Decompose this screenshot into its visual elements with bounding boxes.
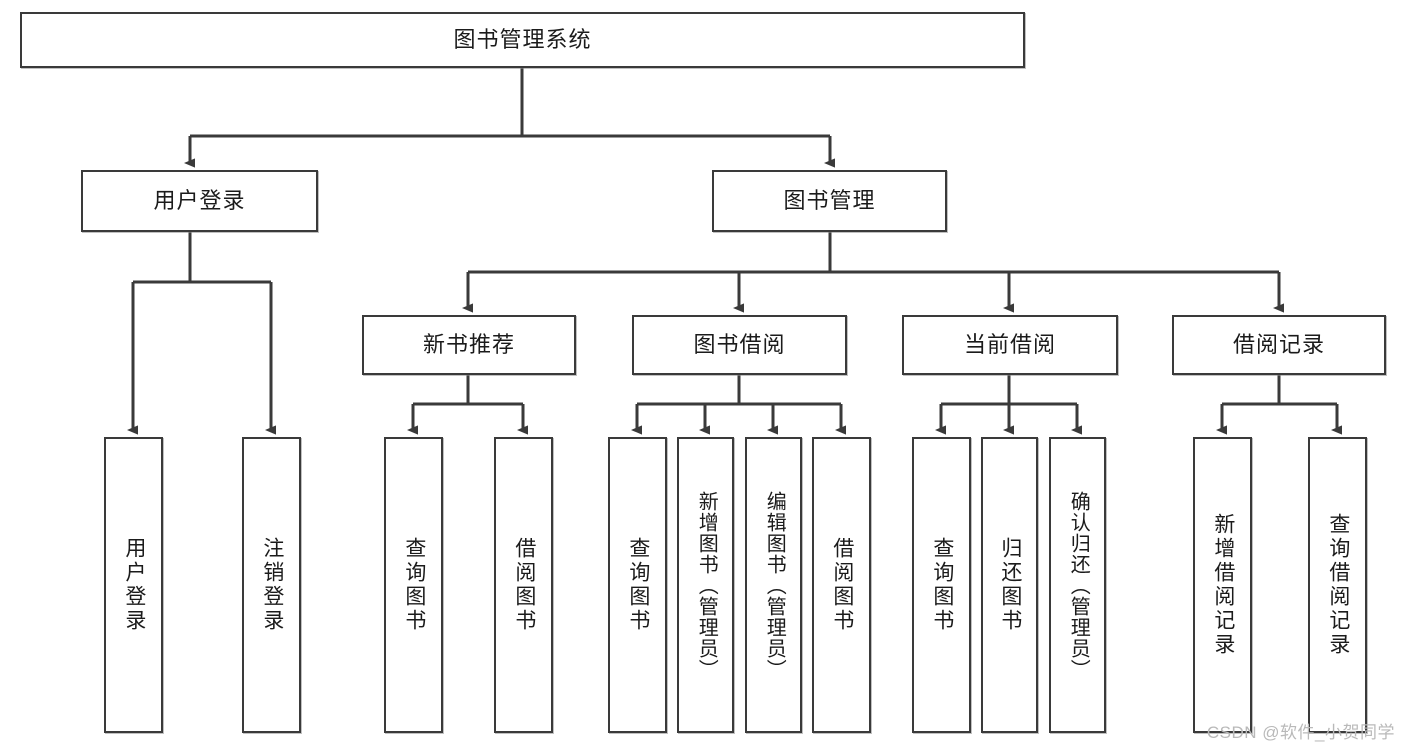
node-root[interactable]: 图书管理系统 xyxy=(20,12,1025,68)
node-book-management[interactable]: 图书管理 xyxy=(712,170,947,232)
leaf-confirm-return-admin[interactable]: 确认归还（管理员） xyxy=(1049,437,1106,733)
node-user-login-label: 用户登录 xyxy=(153,188,246,214)
node-borrow-records-label: 借阅记录 xyxy=(1232,332,1325,358)
leaf-return-book-label: 归还图书 xyxy=(998,537,1022,633)
node-current-borrow-label: 当前借阅 xyxy=(963,332,1056,358)
leaf-edit-book-admin[interactable]: 编辑图书（管理员） xyxy=(745,437,802,733)
leaf-add-borrow-record[interactable]: 新增借阅记录 xyxy=(1193,437,1252,733)
node-current-borrow[interactable]: 当前借阅 xyxy=(902,315,1118,375)
leaf-query-book-current-label: 查询图书 xyxy=(930,537,954,633)
leaf-query-book-current[interactable]: 查询图书 xyxy=(912,437,971,733)
leaf-query-borrow-record-label: 查询借阅记录 xyxy=(1326,513,1350,657)
leaf-query-borrow-record[interactable]: 查询借阅记录 xyxy=(1308,437,1367,733)
node-new-book-recommend[interactable]: 新书推荐 xyxy=(362,315,576,375)
node-book-borrow-label: 图书借阅 xyxy=(693,332,786,358)
leaf-user-login-label: 用户登录 xyxy=(122,537,146,633)
leaf-borrow-book-newbook-label: 借阅图书 xyxy=(512,537,536,633)
node-user-login[interactable]: 用户登录 xyxy=(81,170,318,232)
node-book-borrow[interactable]: 图书借阅 xyxy=(632,315,847,375)
leaf-query-book-newbook[interactable]: 查询图书 xyxy=(384,437,443,733)
node-book-management-label: 图书管理 xyxy=(783,188,876,214)
leaf-query-book-newbook-label: 查询图书 xyxy=(402,537,426,633)
leaf-query-book-borrow[interactable]: 查询图书 xyxy=(608,437,667,733)
leaf-query-book-borrow-label: 查询图书 xyxy=(626,537,650,633)
leaf-user-login[interactable]: 用户登录 xyxy=(104,437,163,733)
leaf-return-book[interactable]: 归还图书 xyxy=(981,437,1038,733)
leaf-add-book-admin[interactable]: 新增图书（管理员） xyxy=(677,437,734,733)
leaf-borrow-book-newbook[interactable]: 借阅图书 xyxy=(494,437,553,733)
node-new-book-recommend-label: 新书推荐 xyxy=(422,332,515,358)
leaf-logout[interactable]: 注销登录 xyxy=(242,437,301,733)
leaf-borrow-book-borrow-label: 借阅图书 xyxy=(830,537,854,633)
leaf-confirm-return-admin-label: 确认归还（管理员） xyxy=(1067,490,1090,680)
node-root-label: 图书管理系统 xyxy=(453,27,592,53)
leaf-add-borrow-record-label: 新增借阅记录 xyxy=(1211,513,1235,657)
leaf-logout-label: 注销登录 xyxy=(260,537,284,633)
leaf-edit-book-admin-label: 编辑图书（管理员） xyxy=(763,490,786,680)
node-borrow-records[interactable]: 借阅记录 xyxy=(1172,315,1386,375)
leaf-add-book-admin-label: 新增图书（管理员） xyxy=(695,490,718,680)
leaf-borrow-book-borrow[interactable]: 借阅图书 xyxy=(812,437,871,733)
